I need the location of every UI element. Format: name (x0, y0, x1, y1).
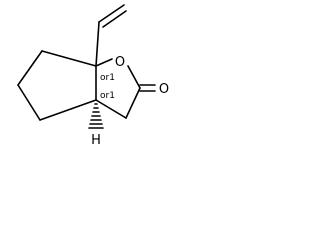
ring-bond-c5-c4 (17, 84, 41, 121)
ring-bond-c2-c3 (125, 87, 141, 119)
upper-stereo-descriptor: or1 (100, 73, 115, 83)
ring-bond-c6-c5 (17, 50, 43, 86)
ring-bond-c6a-c6 (41, 50, 97, 67)
ring-bond-o1-c2 (127, 65, 141, 89)
bridgehead-hydrogen-label: H (91, 133, 101, 148)
vinyl-single-bond (95, 21, 100, 67)
ring-bond-c3-c3a (95, 99, 127, 119)
hashed-wedge-bond (88, 103, 104, 129)
ring-bond-c6a-o1 (95, 58, 113, 67)
ring-bond-c4-c3a (39, 99, 97, 121)
vinyl-double-bond-outer (98, 4, 125, 23)
ring-oxygen-label: O (115, 55, 125, 70)
chemical-structure-diagram: O O H or1 or1 (17, 4, 169, 148)
carbonyl-oxygen-label: O (159, 82, 169, 97)
vinyl-double-bond-inner (102, 10, 127, 28)
lower-stereo-descriptor: or1 (100, 91, 115, 101)
